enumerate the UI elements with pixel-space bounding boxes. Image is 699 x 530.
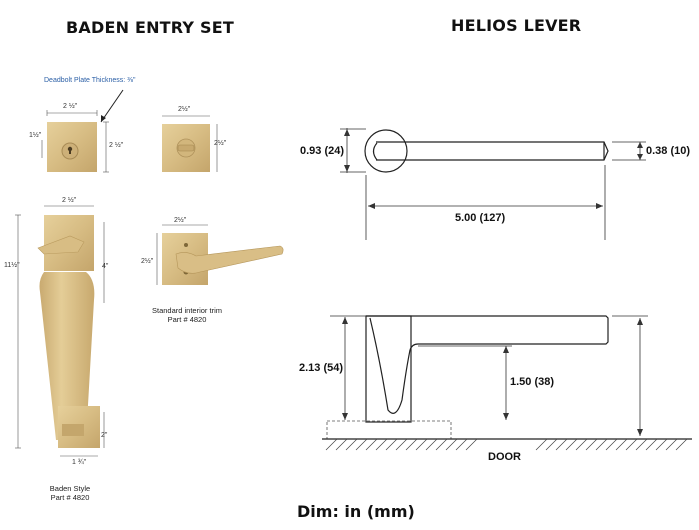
deadbolt-plate (47, 122, 97, 172)
grip-top-width-label: 2 ½" (62, 197, 77, 204)
thumbturn-height-label: 2½" (214, 140, 227, 147)
door-label: DOOR (488, 451, 521, 463)
grip-handleset (37, 215, 100, 448)
deadbolt-right-height-label: 2 ½" (109, 142, 124, 149)
rose-height-label: 0.93 (24) (300, 145, 345, 157)
lever-length-label: 5.00 (127) (455, 212, 506, 224)
interior-trim (162, 233, 284, 285)
lever-top-view (364, 129, 609, 173)
grip-bottom-height-label: 2" (101, 432, 108, 439)
deadbolt-thickness-note: Deadbolt Plate Thickness: ⅜" (44, 77, 136, 84)
grip-lever-height-label: 4" (102, 263, 109, 270)
grip-caption: Baden Style Part # 4820 (30, 484, 110, 502)
trim-width-label: 2½" (174, 217, 187, 224)
trim-caption: Standard interior trim Part # 4820 (142, 306, 232, 324)
total-projection-label: 2.13 (54) (299, 362, 344, 374)
grip-caption-line2: Part # 4820 (50, 493, 90, 502)
deadbolt-width-label: 2 ½" (63, 103, 78, 110)
left-title: BADEN ENTRY SET (66, 18, 234, 37)
right-title: HELIOS LEVER (451, 16, 582, 35)
units-note: Dim: in (mm) (297, 502, 415, 521)
lever-thickness-label: 0.38 (10) (646, 145, 691, 157)
deadbolt-left-height-label: 1½" (29, 132, 42, 139)
lever-projection-label: 1.50 (38) (510, 376, 555, 388)
trim-caption-line1: Standard interior trim (151, 306, 223, 315)
thumbturn-plate (162, 124, 210, 172)
door-surface (322, 420, 692, 466)
trim-height-label: 2½" (141, 258, 154, 265)
grip-bottom-width-label: 1 ¾" (72, 459, 87, 466)
trim-caption-line2: Part # 4820 (167, 315, 207, 324)
thumbturn-width-label: 2½" (178, 106, 191, 113)
lever-side-view (365, 315, 609, 423)
grip-total-height-label: 11½" (4, 262, 20, 269)
grip-caption-line1: Baden Style (49, 484, 91, 493)
